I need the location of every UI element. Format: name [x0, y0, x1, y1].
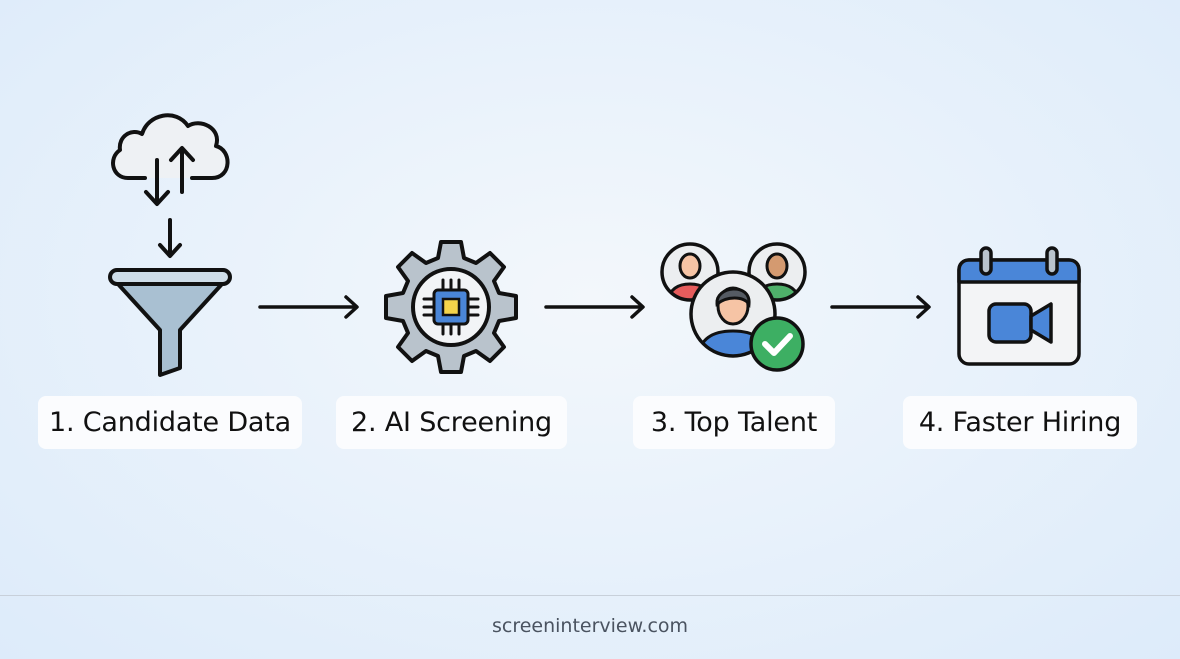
arrow-right-icon — [830, 295, 931, 319]
down-arrow-icon — [158, 218, 182, 258]
people-check-icon — [660, 242, 807, 372]
chip-icon — [422, 278, 480, 336]
footer-website: screeninterview.com — [491, 615, 689, 637]
funnel-icon — [108, 268, 232, 377]
step-label-ai-screening: 2. AI Screening — [336, 396, 567, 449]
video-camera-icon — [987, 302, 1053, 344]
cloud-icon — [111, 113, 230, 180]
step-label-top-talent: 3. Top Talent — [633, 396, 835, 449]
checkmark-badge-icon — [749, 316, 805, 372]
upload-arrow-icon — [169, 146, 195, 194]
download-arrow-icon — [144, 158, 170, 206]
footer-divider — [0, 595, 1180, 596]
arrow-right-icon — [544, 295, 645, 319]
arrow-right-icon — [258, 295, 359, 319]
step-label-candidate-data: 1. Candidate Data — [38, 396, 302, 449]
calendar-video-icon — [957, 246, 1081, 366]
step-label-faster-hiring: 4. Faster Hiring — [903, 396, 1137, 449]
cloud-funnel-icon — [108, 113, 232, 377]
gear-chip-icon — [384, 240, 518, 374]
